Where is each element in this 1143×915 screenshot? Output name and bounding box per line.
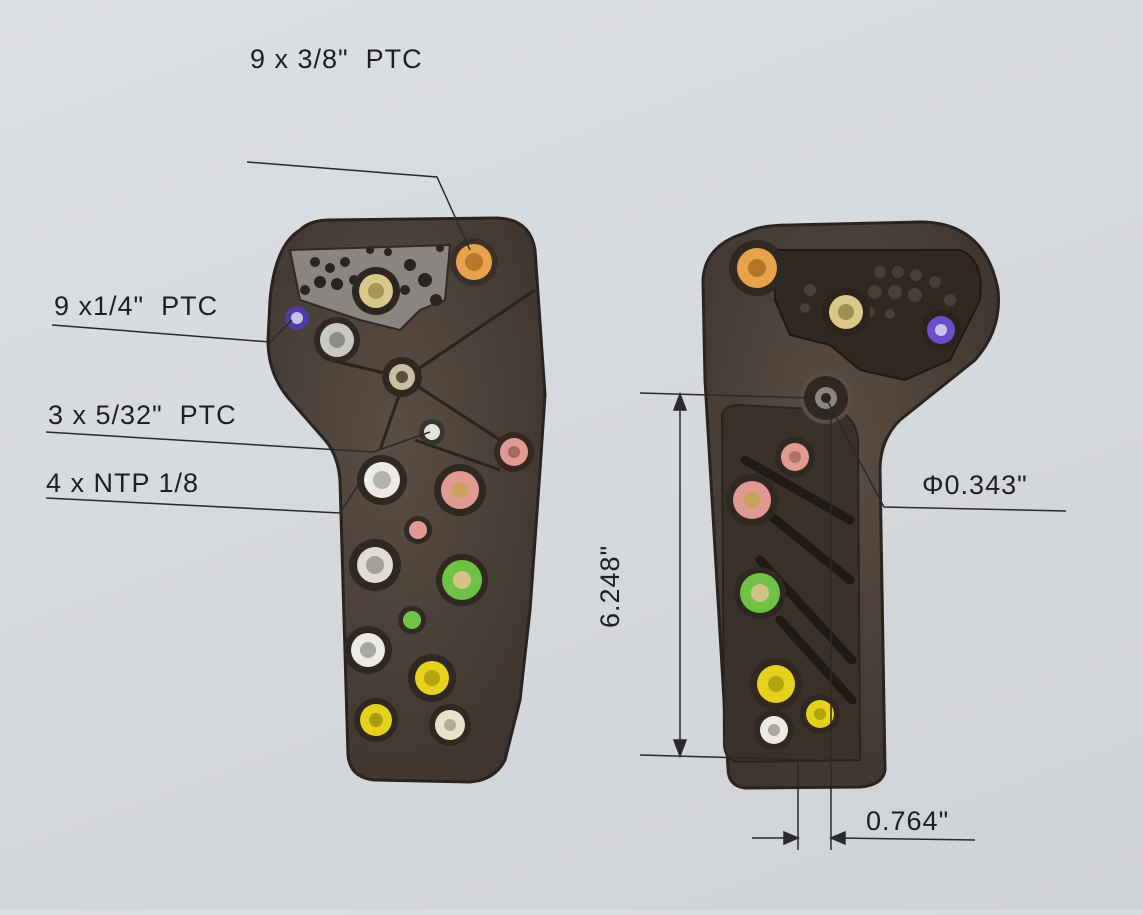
label-length: 6.248" xyxy=(595,544,625,628)
port-purple xyxy=(285,306,309,330)
port-white-3 xyxy=(344,626,392,674)
port-pink-1 xyxy=(494,432,534,472)
port-small-white xyxy=(419,419,445,445)
label-ntp: 4 x NTP 1/8 xyxy=(46,468,200,498)
label-diameter: Φ0.343" xyxy=(922,470,1028,500)
label-5-32-ptc: 3 x 5/32" PTC xyxy=(48,400,237,430)
dimension-length xyxy=(639,391,816,761)
label-1-4-ptc: 9 x1/4" PTC xyxy=(54,291,219,321)
port-yellow-r1 xyxy=(750,658,802,710)
dimension-offset xyxy=(752,410,976,850)
leader-3-8 xyxy=(246,161,471,251)
port-green-1 xyxy=(436,554,488,606)
left-manifold xyxy=(266,216,547,784)
port-orange-r xyxy=(729,240,785,296)
port-white-r xyxy=(754,710,794,750)
port-green-r xyxy=(734,567,786,619)
port-white-2 xyxy=(349,539,401,591)
port-pink-2 xyxy=(434,464,486,516)
leader-1-4 xyxy=(51,319,293,343)
port-yellow-1 xyxy=(408,654,456,702)
port-green-2 xyxy=(398,606,426,634)
port-white-1 xyxy=(357,455,407,505)
port-orange xyxy=(450,238,498,286)
port-tan-2 xyxy=(429,704,471,746)
port-grey xyxy=(314,317,360,363)
label-3-8-ptc: 9 x 3/8" PTC xyxy=(250,44,423,74)
port-yellow-2 xyxy=(354,698,398,742)
left-ports xyxy=(285,238,534,746)
leader-lines xyxy=(45,161,1067,514)
port-tan-r xyxy=(822,288,870,336)
port-tan xyxy=(352,267,400,315)
port-yellow-r2 xyxy=(800,694,840,734)
port-purple-r xyxy=(921,310,961,350)
port-center xyxy=(382,357,422,397)
port-pink-r1 xyxy=(775,437,815,477)
leader-diameter xyxy=(826,399,1067,512)
port-pink-r2 xyxy=(726,474,778,526)
leader-ntp xyxy=(45,481,361,514)
leader-5-32 xyxy=(45,431,431,453)
label-offset: 0.764" xyxy=(866,806,950,836)
right-manifold xyxy=(701,220,1001,790)
left-perforations xyxy=(300,244,444,306)
right-ports xyxy=(726,240,961,750)
port-pink-3 xyxy=(404,516,432,544)
